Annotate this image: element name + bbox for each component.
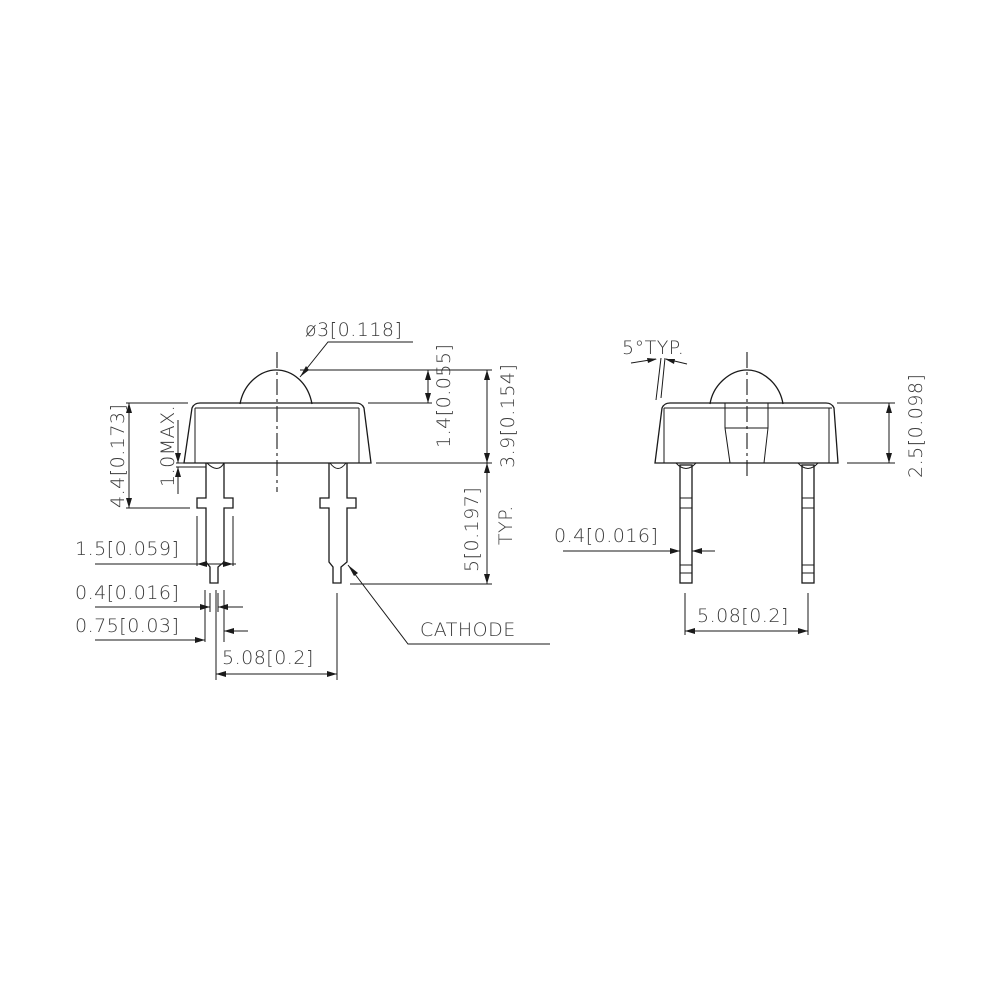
cathode-text: CATHODE <box>420 619 516 641</box>
dim-total-height: 3.9[0.154] <box>376 364 519 468</box>
dim-side-lead-pitch: 5.08[0.2] <box>684 593 809 635</box>
dim-lead-tip: 0.4[0.016] <box>75 582 243 612</box>
cathode-label: CATHODE <box>347 564 550 645</box>
dim-standoff: 1.0MAX. <box>157 405 206 494</box>
dim-lead-width: 0.75[0.03] <box>75 590 248 643</box>
lens-dome <box>709 369 784 405</box>
dim-lens-height: 1.4[0.055] <box>300 344 455 448</box>
anode-lead <box>196 462 234 584</box>
dim-text: 1.5[0.059] <box>75 538 179 560</box>
dim-body-height: 2.5[0.098] <box>837 374 927 478</box>
dim-flange-height: 4.4[0.173] <box>107 402 190 509</box>
dim-lead-pitch: 5.08[0.2] <box>215 590 338 680</box>
dim-text: 1.0MAX. <box>157 405 179 487</box>
dim-text: ø3[0.118] <box>305 319 402 341</box>
side-view: 5°TYP. 2.5[0.098] 0.4[0.016] 5.08[0. <box>554 337 927 635</box>
dim-text: 5°TYP. <box>622 337 684 359</box>
side-lead-left <box>675 462 697 584</box>
dim-lead-shoulder: 1.5[0.059] <box>75 516 236 567</box>
dim-text: 0.4[0.016] <box>75 582 179 604</box>
dim-text: 5.08[0.2] <box>222 647 314 669</box>
dim-lens-diameter: ø3[0.118] <box>299 319 413 378</box>
dim-text: 5.08[0.2] <box>697 605 789 627</box>
dim-text: 0.4[0.016] <box>554 525 658 547</box>
dim-lead-thickness: 0.4[0.016] <box>554 525 715 554</box>
dim-text: 4.4[0.173] <box>107 404 129 508</box>
dim-text: TYP. <box>495 505 517 545</box>
front-view: ø3[0.118] 1.4[0.055] 3.9[0.154] 5[0. <box>75 319 550 680</box>
dim-lead-length: 5[0.197] TYP. <box>350 463 517 585</box>
body-outline <box>654 402 839 464</box>
lens-dome <box>239 369 313 405</box>
dim-text: 2.5[0.098] <box>905 374 927 478</box>
dim-text: 0.75[0.03] <box>75 615 179 637</box>
dim-draft-angle: 5°TYP. <box>622 337 688 401</box>
cathode-lead <box>319 462 357 584</box>
dim-text: 5[0.197] <box>461 487 483 572</box>
dim-text: 1.4[0.055] <box>433 344 455 448</box>
body-outline <box>183 402 372 464</box>
dim-text: 3.9[0.154] <box>497 364 519 468</box>
side-lead-right <box>797 462 819 584</box>
